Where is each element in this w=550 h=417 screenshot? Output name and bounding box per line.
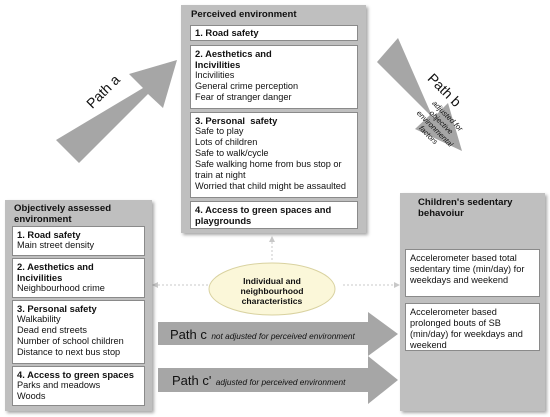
objective-personal-safety-item: Dead end streets	[17, 325, 87, 335]
path-c-prime-note: adjusted for perceived environment	[215, 377, 346, 387]
objective-aesthetics-item: Neighbourhood crime	[17, 283, 105, 293]
path-c-prime-label: Path c'	[172, 373, 212, 388]
perceived-road-safety-box: 1. Road safety	[190, 25, 358, 41]
path-c-label: Path c	[170, 327, 207, 342]
perceived-personal-safety-box: 3. Personal safety Safe to play Lots of …	[190, 112, 358, 198]
connector-up-head	[269, 236, 275, 242]
objective-personal-safety-item: Number of school children	[17, 336, 124, 346]
objective-aesthetics-title: 2. Aesthetics and Incivilities	[17, 261, 94, 283]
outcome-panel: Children's sedentary behavoiur Accelerom…	[400, 193, 545, 411]
objective-personal-safety-title: 3. Personal safety	[17, 303, 97, 314]
perceived-green-title: 4. Access to green spaces and playground…	[195, 204, 332, 226]
path-c-prime-label-group: Path c' adjusted for perceived environme…	[172, 372, 345, 390]
path-c-note: not adjusted for perceived environment	[211, 331, 355, 341]
path-c-arrow	[158, 312, 398, 356]
perceived-green-box: 4. Access to green spaces and playground…	[190, 201, 358, 229]
objective-green-item: Woods	[17, 391, 46, 401]
objective-road-safety-item: Main street density	[17, 240, 95, 250]
connector-left-head	[152, 282, 158, 288]
objective-green-item: Parks and meadows	[17, 380, 101, 390]
path-b-arrow	[377, 38, 462, 151]
outcome-box-bouts-text: Accelerometer based prolonged bouts of S…	[410, 307, 523, 350]
objective-personal-safety-item: Walkability	[17, 314, 61, 324]
perceived-personal-safety-title: 3. Personal safety	[195, 115, 278, 126]
perceived-aesthetics-title: 2. Aesthetics and Incivilities	[195, 48, 272, 70]
perceived-aesthetics-item: Incivilities	[195, 70, 235, 80]
outcome-box-total: Accelerometer based total sedentary time…	[405, 249, 540, 297]
perceived-aesthetics-item: Fear of stranger danger	[195, 92, 292, 102]
perceived-personal-safety-item: Safe to walk/cycle	[195, 148, 269, 158]
perceived-aesthetics-box: 2. Aesthetics and Incivilities Incivilit…	[190, 45, 358, 109]
perceived-aesthetics-item: General crime perception	[195, 81, 299, 91]
perceived-panel: Perceived environment 1. Road safety 2. …	[181, 5, 366, 233]
path-c-prime-arrow	[158, 356, 398, 404]
objective-road-safety-title: 1. Road safety	[17, 229, 81, 240]
outcome-title: Children's sedentary behavoiur	[418, 197, 513, 219]
center-ellipse	[208, 262, 336, 316]
objective-green-box: 4. Access to green spaces Parks and mead…	[12, 366, 145, 406]
objective-title: Objectively assessed environment	[14, 203, 112, 225]
objective-personal-safety-box: 3. Personal safety Walkability Dead end …	[12, 300, 145, 364]
perceived-road-safety-title: 1. Road safety	[195, 27, 259, 38]
outcome-box-total-text: Accelerometer based total sedentary time…	[410, 253, 525, 285]
connector-right-head	[394, 282, 400, 288]
perceived-personal-safety-item: Safe walking home from bus stop or train…	[195, 159, 342, 180]
objective-personal-safety-item: Distance to next bus stop	[17, 347, 121, 357]
objective-green-title: 4. Access to green spaces	[17, 369, 134, 380]
perceived-personal-safety-item: Lots of children	[195, 137, 258, 147]
path-a-arrow	[56, 60, 177, 163]
perceived-personal-safety-item: Worried that child might be assaulted	[195, 181, 346, 191]
perceived-personal-safety-item: Safe to play	[195, 126, 244, 136]
center-label: Individual and neighbourhood characteris…	[240, 276, 304, 306]
outcome-box-bouts: Accelerometer based prolonged bouts of S…	[405, 303, 540, 351]
perceived-title: Perceived environment	[191, 9, 297, 20]
objective-road-safety-box: 1. Road safety Main street density	[12, 226, 145, 256]
objective-aesthetics-box: 2. Aesthetics and Incivilities Neighbour…	[12, 258, 145, 298]
objective-panel: Objectively assessed environment 1. Road…	[5, 200, 152, 411]
path-c-label-group: Path c not adjusted for perceived enviro…	[170, 326, 355, 344]
